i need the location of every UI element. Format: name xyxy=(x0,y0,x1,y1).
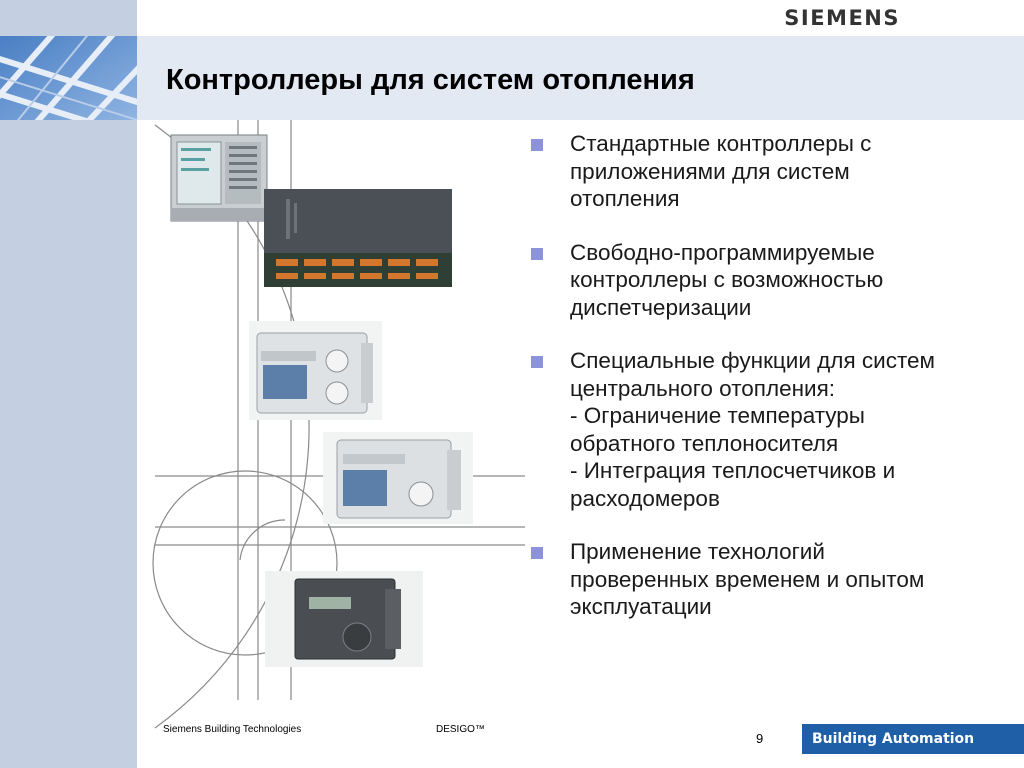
bullet-item: Специальные функции для систем центральн… xyxy=(528,347,1008,512)
bullet-text: Применение технологий проверенных времен… xyxy=(570,539,925,619)
controller-photo-2 xyxy=(264,189,452,287)
footer-company: Siemens Building Technologies xyxy=(163,724,302,735)
controller-photo-4 xyxy=(323,432,473,524)
bullet-text: Специальные функции для систем центральн… xyxy=(570,348,935,511)
glass-roof-image xyxy=(0,36,137,120)
bullet-square-icon xyxy=(531,356,543,368)
bullet-item: Свободно-программируемые контроллеры с в… xyxy=(528,239,1008,322)
controller-photo-3 xyxy=(249,321,382,420)
title-band xyxy=(137,36,1024,120)
slide-title: Контроллеры для систем отопления xyxy=(166,64,695,96)
bullet-square-icon xyxy=(531,247,543,260)
bullet-item: Стандартные контроллеры с приложениями д… xyxy=(528,130,1008,213)
bullet-square-icon xyxy=(531,547,543,559)
bullet-item: Применение технологий проверенных времен… xyxy=(528,538,1008,621)
left-decor-band xyxy=(0,0,137,768)
bullet-list: Стандартные контроллеры с приложениями д… xyxy=(528,130,1008,647)
footer-product: DESIGO™ xyxy=(436,724,485,735)
siemens-logo: SIEMENS xyxy=(784,6,900,30)
page-number: 9 xyxy=(756,731,764,746)
bullet-text: Свободно-программируемые контроллеры с в… xyxy=(570,239,884,320)
bullet-text: Стандартные контроллеры с приложениями д… xyxy=(570,131,872,211)
controller-photo-1 xyxy=(167,130,272,225)
controller-photo-5 xyxy=(265,571,423,667)
bullet-square-icon xyxy=(531,139,543,151)
top-strip xyxy=(137,0,1024,36)
building-automation-badge: Building Automation xyxy=(802,724,1024,754)
